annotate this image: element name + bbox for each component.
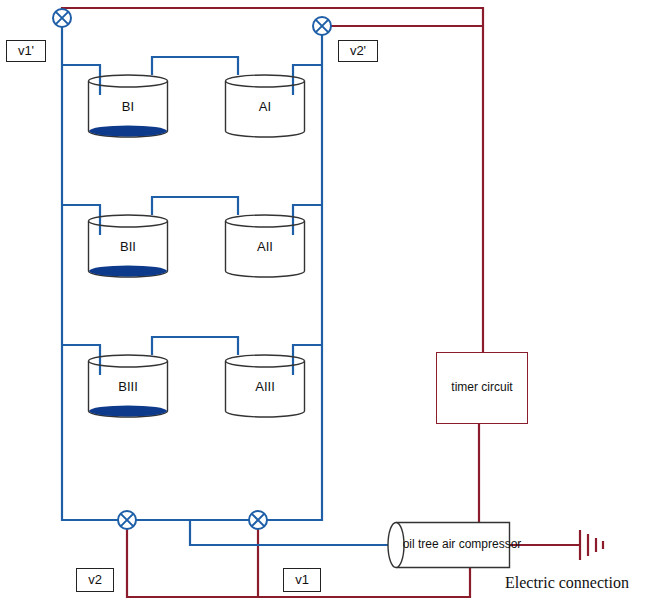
node-text: BIII bbox=[118, 380, 138, 395]
node-text: AI bbox=[259, 100, 271, 115]
air-pipes bbox=[62, 27, 388, 545]
container-b: BII bbox=[88, 215, 168, 277]
timer-box: timer circuit bbox=[436, 352, 528, 424]
electric-wires bbox=[62, 8, 580, 597]
battery-symbol bbox=[580, 530, 603, 560]
caption-label: Electric connection bbox=[505, 574, 629, 592]
node-text: oil tree air compressor bbox=[403, 538, 522, 552]
node-text: v2 bbox=[88, 573, 102, 588]
valve-symbols bbox=[53, 9, 331, 529]
node-text: v1 bbox=[295, 573, 309, 588]
node-text: BII bbox=[120, 240, 136, 255]
node-text: v1' bbox=[18, 44, 34, 59]
node-text: AII bbox=[257, 240, 273, 255]
container-a: AI bbox=[225, 75, 305, 137]
valve-label: v2 bbox=[76, 568, 114, 592]
node-text: AIII bbox=[255, 380, 275, 395]
container-a: AIII bbox=[225, 355, 305, 417]
container-b: BI bbox=[88, 75, 168, 137]
connector bbox=[152, 197, 238, 215]
container-b: BIII bbox=[88, 355, 168, 417]
valve-label: v2' bbox=[338, 40, 378, 62]
connector bbox=[152, 337, 238, 355]
connector bbox=[152, 57, 238, 75]
connector bbox=[478, 424, 480, 522]
valve-label: v1' bbox=[6, 40, 46, 62]
compressor: oil tree air compressor bbox=[388, 522, 522, 568]
container-a: AII bbox=[225, 215, 305, 277]
valve-label: v1 bbox=[283, 568, 321, 592]
node-text: BI bbox=[122, 100, 134, 115]
node-text: timer circuit bbox=[451, 381, 512, 395]
node-text: v2' bbox=[350, 44, 366, 59]
